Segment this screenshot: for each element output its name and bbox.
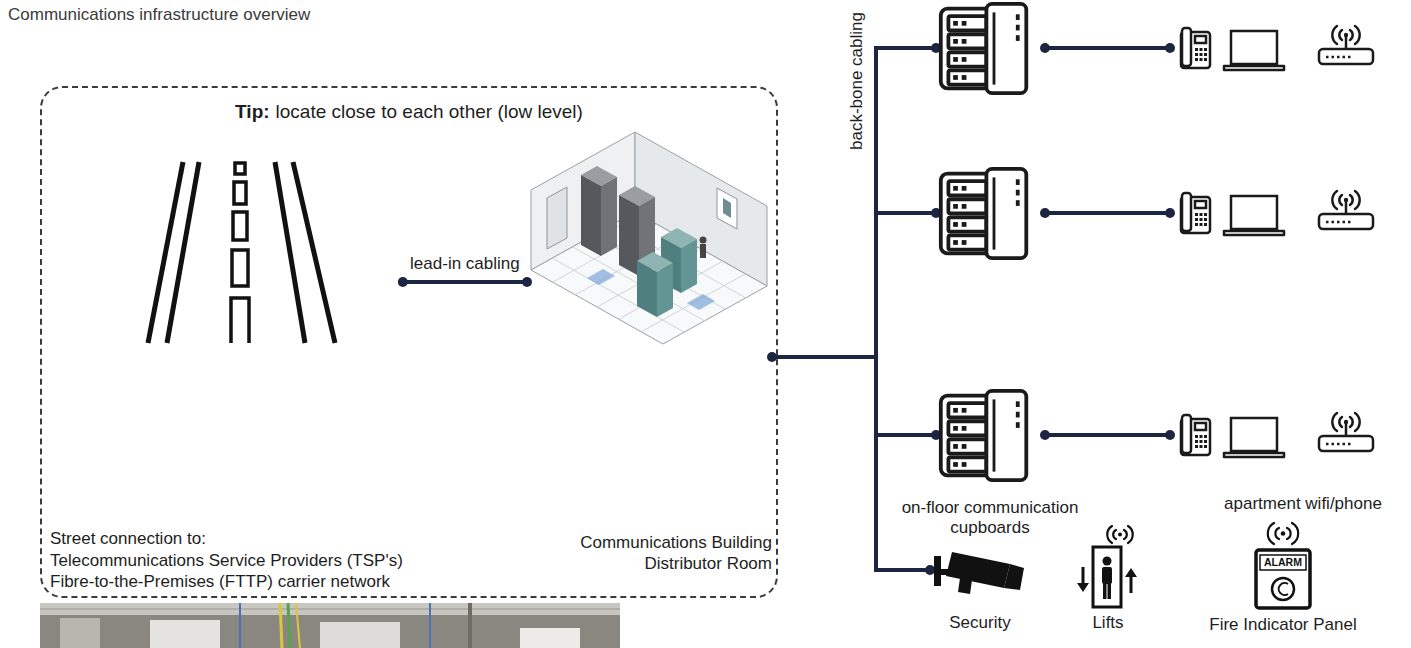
apartment-caption: apartment wifi/phone	[1198, 494, 1408, 514]
distributor-room-illustration	[527, 128, 772, 363]
system-caption: Lifts	[1092, 612, 1123, 633]
backbone-label: back-bone cabling	[847, 12, 867, 150]
phone-icon	[1181, 28, 1210, 68]
laptop-icon	[1224, 418, 1284, 457]
laptop-icon	[1224, 196, 1284, 235]
phone-icon	[1181, 415, 1210, 455]
router-icon	[1319, 26, 1373, 64]
text-block: Communications Building Distributor Room	[557, 532, 772, 575]
connector-dot	[767, 352, 777, 362]
lift-system: Lifts	[1073, 525, 1143, 633]
street-caption: Telecommunications Service Providers (TS…	[50, 550, 403, 571]
connector-dot	[398, 277, 408, 287]
cable-connector	[403, 280, 527, 284]
system-caption: Security	[949, 612, 1010, 633]
street-connection: Street connection to:Telecommunications …	[50, 148, 403, 592]
connector-dot	[925, 565, 935, 575]
security-system: Security	[930, 538, 1030, 633]
alarm-text: ALARM	[1260, 555, 1306, 570]
system-caption: Fire Indicator Panel	[1209, 614, 1356, 635]
region-heading: Tip: locate close to each other (low leve…	[42, 100, 776, 124]
security-camera-icon	[930, 538, 1030, 610]
connector-dot	[522, 277, 532, 287]
wiring-dot	[931, 43, 1175, 440]
comms-room-photo	[40, 603, 620, 648]
cable-connector	[772, 357, 930, 570]
laptop-icon	[1224, 31, 1284, 70]
street-caption: Fibre-to-the-Premises (FTTP) carrier net…	[50, 571, 403, 592]
fire-indicator-panel: Fire Indicator Panel	[1198, 520, 1368, 635]
street-caption: Street connection to:	[50, 528, 403, 549]
comms-cupboard	[941, 169, 1027, 258]
comms-cupboard	[941, 4, 1027, 93]
site-region: Street connection to:Telecommunications …	[40, 86, 778, 598]
cupboard-caption: on-floor communication cupboards	[880, 498, 1100, 539]
phone-icon	[1181, 193, 1210, 233]
road-illustration	[145, 160, 340, 345]
tip-text: locate close to each other (low level)	[276, 101, 583, 122]
distributor-room: Communications Building Distributor Room	[527, 128, 772, 574]
fire-panel-band	[1260, 555, 1306, 570]
router-icon	[1319, 191, 1373, 229]
backbone-wiring	[874, 46, 1170, 435]
comms-cupboard	[941, 391, 1027, 480]
diagram-title: Communications infrastructure overview	[8, 5, 310, 25]
tip-heading: Tip:	[235, 101, 269, 122]
lift-icon	[1073, 525, 1143, 610]
connector-label: lead-in cabling	[407, 254, 523, 274]
router-icon	[1319, 413, 1373, 451]
text-block: Street connection to:Telecommunications …	[50, 528, 403, 592]
room-caption: Communications Building Distributor Room	[557, 532, 772, 575]
